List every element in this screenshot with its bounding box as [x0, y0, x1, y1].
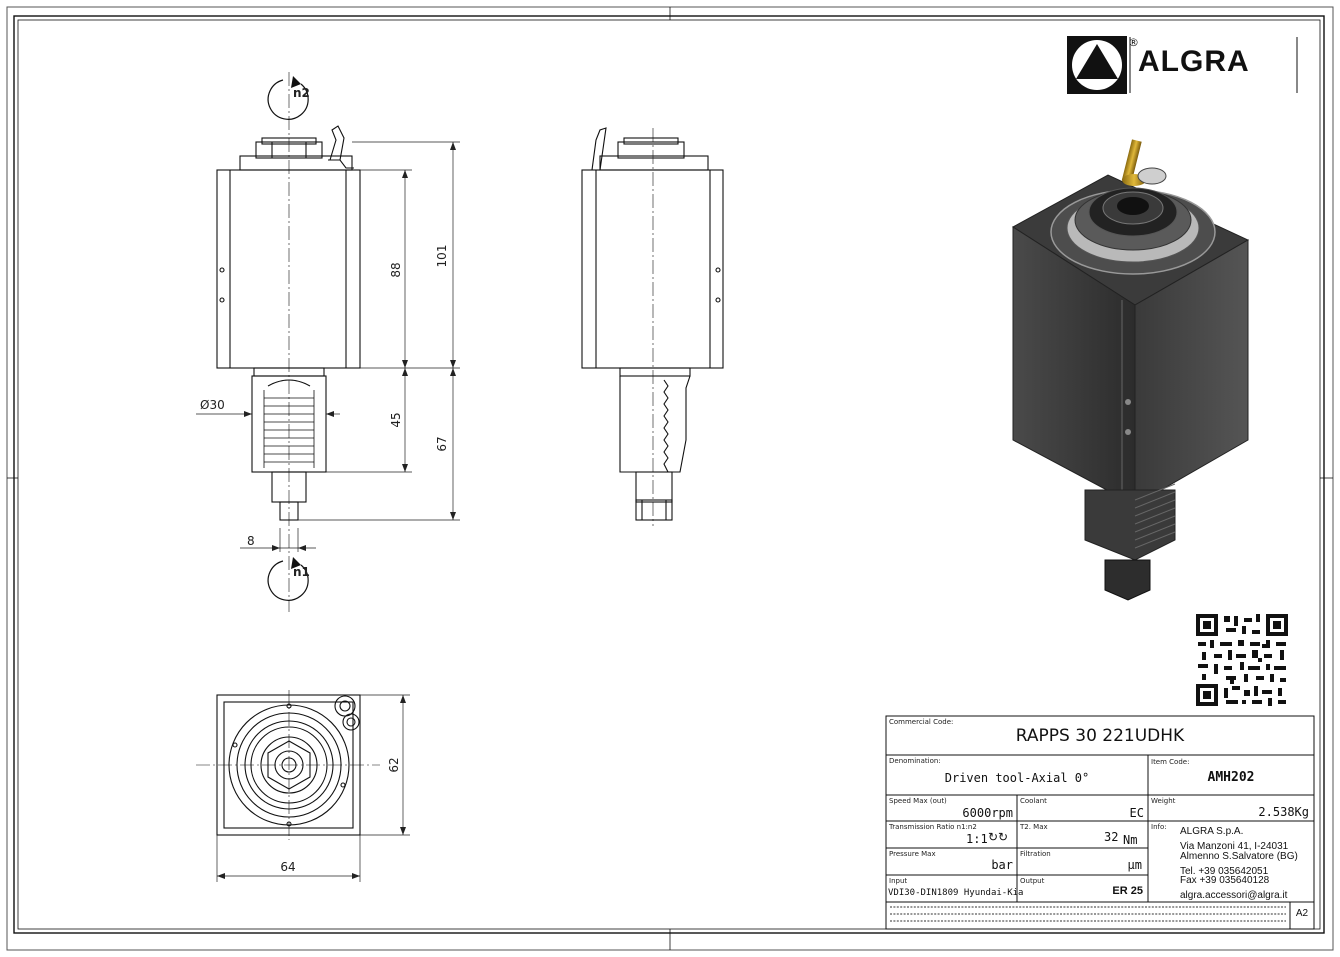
denomination-label: Denomination: [889, 757, 941, 765]
email-link[interactable]: algra.accessori@algra.it [1180, 890, 1288, 901]
ratio-value: 1:1 [966, 832, 988, 846]
title-block-fine-print [890, 906, 1286, 922]
pressure-label: Pressure Max [889, 850, 936, 858]
pressure-unit: bar [991, 858, 1013, 872]
address-line-1: Via Manzoni 41, I-24031 [1180, 841, 1289, 852]
torque-label: T2. Max [1020, 823, 1048, 831]
rotation-n2-label: n2 [293, 86, 310, 100]
fax: Fax +39 035640128 [1180, 875, 1270, 886]
input-value: VDI30-DIN1809 Hyundai-Kia [888, 888, 1024, 898]
dim-45: 45 [389, 412, 403, 427]
top-view-dimension-labels: 62 64 [280, 757, 401, 874]
dim-62: 62 [387, 757, 401, 772]
commercial-code-label: Commercial Code: [889, 718, 954, 726]
item-code-value: AMH202 [1207, 770, 1255, 785]
denomination-value: Driven tool-Axial 0° [944, 771, 1090, 785]
rotation-n1-label: n1 [293, 565, 310, 579]
top-view-dimensions [216, 694, 410, 882]
algra-logo [1067, 36, 1298, 94]
commercial-code-value: RAPPS 30 221UDHK [1015, 726, 1185, 746]
company-name: ALGRA S.p.A. [1180, 826, 1244, 837]
torque-value: 32 [1104, 830, 1119, 844]
speed-label: Speed Max (out) [889, 797, 947, 805]
top-view [196, 690, 380, 840]
output-value: ER 25 [1112, 885, 1143, 897]
dim-88: 88 [389, 262, 403, 277]
weight-value: 2.538Kg [1258, 805, 1309, 819]
filtration-label: Filtration [1020, 850, 1051, 858]
qr-code [1196, 614, 1288, 706]
item-code-label: Item Code: [1151, 758, 1190, 766]
side-view [581, 127, 724, 526]
address-line-2: Almenno S.Salvatore (BG) [1180, 851, 1298, 862]
front-view-dimension-labels: 88 101 45 67 Ø30 8 n2 n1 [200, 86, 449, 579]
coolant-label: Coolant [1020, 797, 1047, 805]
ratio-label: Transmission Ratio n1:n2 [889, 823, 977, 831]
front-view-dimensions [196, 141, 460, 552]
rotation-direction-icon: ↻↻ [988, 830, 1009, 844]
torque-unit: Nm [1123, 833, 1138, 847]
dim-101: 101 [435, 245, 449, 268]
dim-diameter-30: Ø30 [200, 398, 225, 412]
dim-64: 64 [280, 860, 295, 874]
output-label: Output [1020, 877, 1045, 885]
title-block-frame [885, 715, 1315, 930]
isometric-render [1012, 139, 1250, 601]
front-view [216, 72, 361, 612]
info-label: Info: [1151, 823, 1167, 831]
dim-8: 8 [247, 534, 255, 548]
weight-label: Weight [1151, 797, 1176, 805]
registered-mark: ® [1128, 36, 1139, 49]
input-label: Input [889, 877, 908, 885]
dim-67: 67 [435, 436, 449, 451]
telephone: Tel. +39 035642051 [1180, 866, 1269, 877]
sheet-border [6, 6, 1334, 951]
sheet-size: A2 [1295, 908, 1309, 919]
filtration-unit: µm [1127, 858, 1142, 872]
brand-name: ALGRA [1138, 45, 1250, 78]
coolant-value: EC [1129, 806, 1144, 820]
speed-value: 6000rpm [962, 806, 1013, 820]
